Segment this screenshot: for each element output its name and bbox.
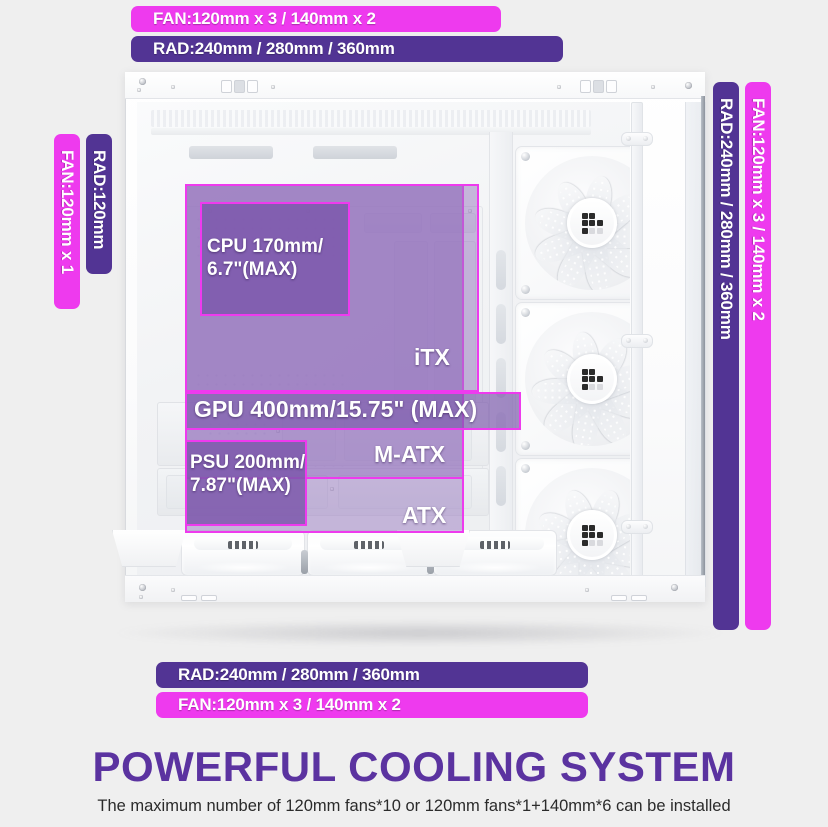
overlay-psu-clearance xyxy=(185,440,307,526)
label-top-rad: RAD:240mm / 280mm / 360mm xyxy=(131,36,563,62)
overlay-cpu-clearance xyxy=(200,202,350,316)
label-left-rad: RAD:120mm xyxy=(86,134,112,274)
side-fan-2 xyxy=(515,302,630,456)
page-headline: POWERFUL COOLING SYSTEM xyxy=(92,743,736,790)
side-fan-1 xyxy=(515,146,630,300)
itx-label: iTX xyxy=(414,344,450,370)
panel-hinge-mid xyxy=(621,334,653,348)
psu-clearance-label-line2: 7.87"(MAX) xyxy=(190,475,291,496)
bottom-fan-1 xyxy=(181,530,305,576)
thermalright-logo-icon xyxy=(581,212,603,234)
panel-hinge-top xyxy=(621,132,653,146)
case-drop-shadow xyxy=(110,620,730,646)
cpu-clearance-label-line2: 6.7"(MAX) xyxy=(207,259,298,280)
panel-hinge-bottom xyxy=(621,520,653,534)
glass-edge xyxy=(701,96,705,596)
matx-label: M-ATX xyxy=(374,441,446,467)
case-foot-right xyxy=(396,530,470,567)
label-top-fan: FAN:120mm x 3 / 140mm x 2 xyxy=(131,6,501,32)
cpu-clearance-label-line1: CPU 170mm/ xyxy=(207,236,324,257)
fan-hub xyxy=(567,354,617,404)
label-bottom-rad: RAD:240mm / 280mm / 360mm xyxy=(156,662,588,688)
label-right-fan: FAN:120mm x 3 / 140mm x 2 xyxy=(745,82,771,630)
label-right-rad: RAD:240mm / 280mm / 360mm xyxy=(713,82,739,630)
case-foot-left xyxy=(112,530,186,567)
thermalright-logo-icon xyxy=(581,368,603,390)
fan-hub xyxy=(567,198,617,248)
case-top-bar xyxy=(125,72,705,99)
overlay-gpu-clearance xyxy=(185,392,521,430)
label-bottom-fan: FAN:120mm x 3 / 140mm x 2 xyxy=(156,692,588,718)
side-fan-bay xyxy=(515,144,630,587)
fan-hub xyxy=(567,510,617,560)
psu-clearance-label-line1: PSU 200mm/ xyxy=(190,452,306,473)
page-subline: The maximum number of 120mm fans*10 or 1… xyxy=(97,797,731,815)
cable-channel xyxy=(489,132,513,587)
thermalright-logo-icon xyxy=(581,524,603,546)
tempered-glass-panel xyxy=(685,102,706,587)
gpu-clearance-label: GPU 400mm/15.75" (MAX) xyxy=(194,396,478,422)
atx-label: ATX xyxy=(402,502,447,528)
label-left-fan: FAN:120mm x 1 xyxy=(54,134,80,309)
case-bottom-rail xyxy=(125,575,705,602)
